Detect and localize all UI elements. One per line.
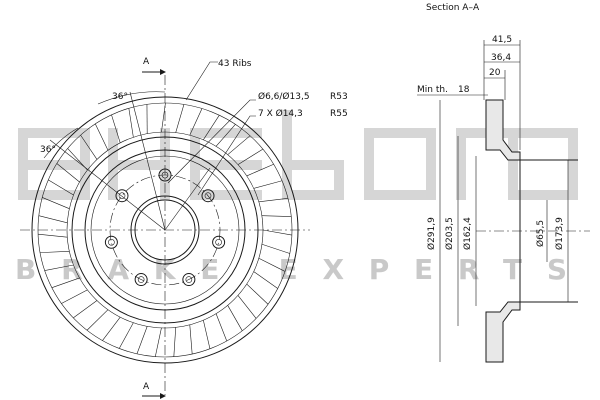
min-thickness-label: Min th.: [417, 85, 448, 95]
watermark-tagline: BRAKE EXPERTS: [15, 253, 585, 286]
angle-arc-top: [97, 91, 166, 105]
section-title: Section A–A: [426, 3, 480, 13]
rib: [189, 324, 193, 355]
bolt-hole-inner: [185, 276, 193, 283]
rib: [175, 104, 185, 133]
dim-total-height: 41,5: [492, 35, 512, 45]
watermark: BRAKE EXPERTS: [15, 110, 585, 286]
bolt-radius-label: R55: [330, 109, 348, 119]
rib: [128, 108, 134, 138]
section-arrow-bottom: [160, 393, 166, 399]
dim-d2: Ø203,5: [444, 217, 455, 250]
angle-arc-left: [43, 127, 79, 159]
bolt-leader: [197, 115, 256, 196]
rib: [215, 124, 236, 147]
dim-d3: Ø162,4: [462, 217, 473, 250]
rib: [261, 215, 292, 217]
ribs-leader: [185, 61, 218, 101]
bolt-hole-inner: [108, 238, 115, 246]
rib: [56, 163, 80, 183]
rib: [237, 148, 264, 165]
section-arrow-top: [160, 69, 166, 75]
hole-leader: [167, 99, 256, 184]
rib: [262, 229, 292, 236]
angle-line-1: [129, 91, 166, 231]
bolt-hole-inner: [137, 276, 145, 283]
rib: [227, 305, 243, 331]
bolt-hole: [134, 273, 148, 287]
rib: [38, 215, 68, 224]
dim-hat-diameter: Ø173,9: [554, 217, 565, 250]
angle-label-top: 36°: [112, 92, 128, 102]
brand-logo-watermark: [18, 110, 578, 200]
rib: [136, 326, 148, 354]
hole-label: Ø6,6/Ø13,5: [258, 91, 310, 102]
bolt-hole: [182, 273, 196, 287]
rib: [253, 271, 278, 289]
rib: [253, 180, 283, 189]
rib: [42, 197, 70, 209]
rib: [173, 327, 177, 357]
bolt-hole: [115, 189, 129, 203]
rib: [86, 309, 109, 331]
rib: [118, 322, 134, 349]
rib: [215, 313, 228, 342]
section-view: Section A–A 41,5 36,4 20 Min th. 18 Ø291…: [417, 3, 590, 363]
rib: [246, 163, 274, 177]
ventilation-ribs: [38, 102, 292, 357]
angle-label-left: 36°: [40, 145, 56, 155]
angle-line-3: [164, 167, 211, 231]
bolt-hole: [201, 189, 215, 203]
rib: [258, 257, 286, 272]
rib: [111, 114, 121, 143]
section-marker-bottom: A: [143, 382, 150, 392]
dim-center-bore: Ø65,5: [535, 220, 546, 247]
rib: [40, 251, 70, 253]
bolt-hole: [104, 235, 118, 249]
rib: [102, 316, 121, 341]
rib: [203, 320, 211, 349]
bolt-hole-inner: [118, 192, 126, 200]
rib: [237, 295, 257, 319]
bolt-holes: [104, 168, 226, 287]
rib: [44, 264, 74, 271]
bolt-hole-inner: [204, 192, 212, 200]
rib: [61, 289, 88, 304]
dim-hat-height: 36,4: [491, 53, 511, 63]
dim-thickness: 20: [489, 68, 501, 78]
rib: [95, 123, 109, 151]
rib: [258, 198, 289, 203]
rib: [38, 233, 68, 238]
rib: [227, 135, 251, 155]
rib: [203, 115, 220, 140]
rib: [154, 327, 162, 357]
rib: [73, 300, 98, 319]
section-marker-top: A: [143, 57, 150, 67]
bolt-hole: [212, 235, 226, 249]
rib: [48, 179, 74, 196]
rib: [51, 277, 80, 288]
rib: [246, 283, 269, 305]
dim-outer-diameter: Ø291,9: [426, 217, 437, 250]
section-profile-lower: [485, 301, 521, 363]
rib: [189, 108, 203, 136]
ribs-label: 43 Ribs: [218, 59, 252, 69]
rib: [261, 243, 290, 254]
rib: [80, 134, 98, 160]
hole-radius-label: R53: [330, 92, 348, 102]
min-thickness-value: 18: [458, 85, 470, 95]
bolt-label: 7 X Ø14,3: [258, 108, 303, 119]
front-view: 36° 36° A A 43 Ribs Ø6,6/Ø13,5 R53 7 X Ø…: [20, 57, 348, 399]
bolt-hole-inner: [215, 238, 222, 246]
angle-line-2: [49, 139, 166, 231]
